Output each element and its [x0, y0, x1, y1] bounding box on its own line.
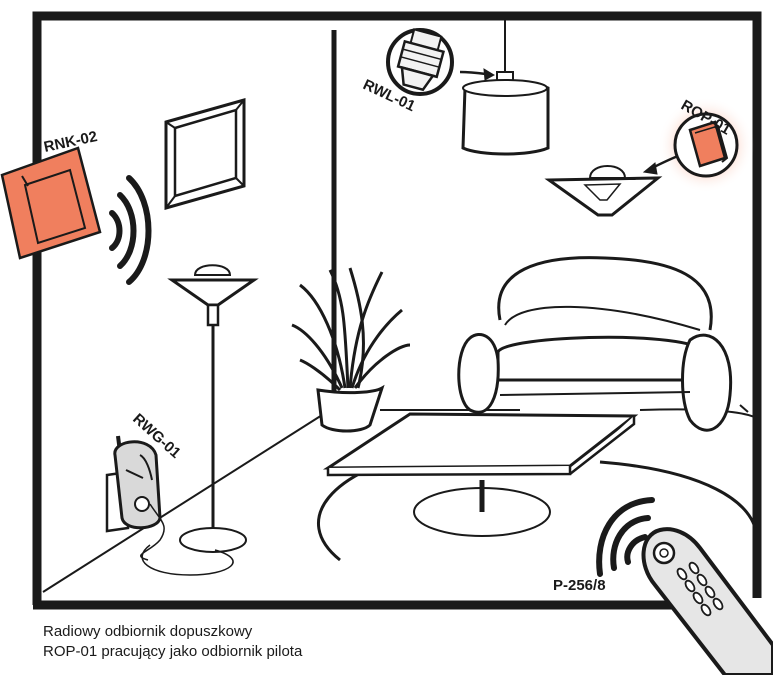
- caption: Radiowy odbiornik dopuszkowy ROP-01 prac…: [43, 622, 603, 662]
- room-frame: [32, 11, 762, 610]
- rop-01-arrow: [642, 154, 679, 175]
- rwg-01-device: [105, 435, 165, 561]
- remote-label: P-256/8: [553, 577, 606, 594]
- floor-lamp: [141, 264, 259, 576]
- rwl-01-arrow: [459, 68, 495, 81]
- rwl-01-device: [386, 28, 454, 96]
- potted-plant: [291, 267, 411, 433]
- wall-picture: [164, 98, 246, 210]
- remote-signal-waves: [596, 497, 655, 577]
- ceiling-lamp: [461, 16, 550, 156]
- caption-line-1: Radiowy odbiornik dopuszkowy: [43, 623, 253, 640]
- rnk-02-signal-waves: [109, 175, 152, 285]
- rnk-02-device: [0, 146, 102, 260]
- caption-line-2: ROP-01 pracujący jako odbiornik pilota: [43, 643, 303, 660]
- coffee-table: [322, 412, 639, 537]
- remote-p-256-8: [641, 527, 773, 675]
- rop-01-device: [658, 97, 754, 193]
- armchair: [457, 256, 749, 432]
- wall-lamp: [544, 165, 663, 217]
